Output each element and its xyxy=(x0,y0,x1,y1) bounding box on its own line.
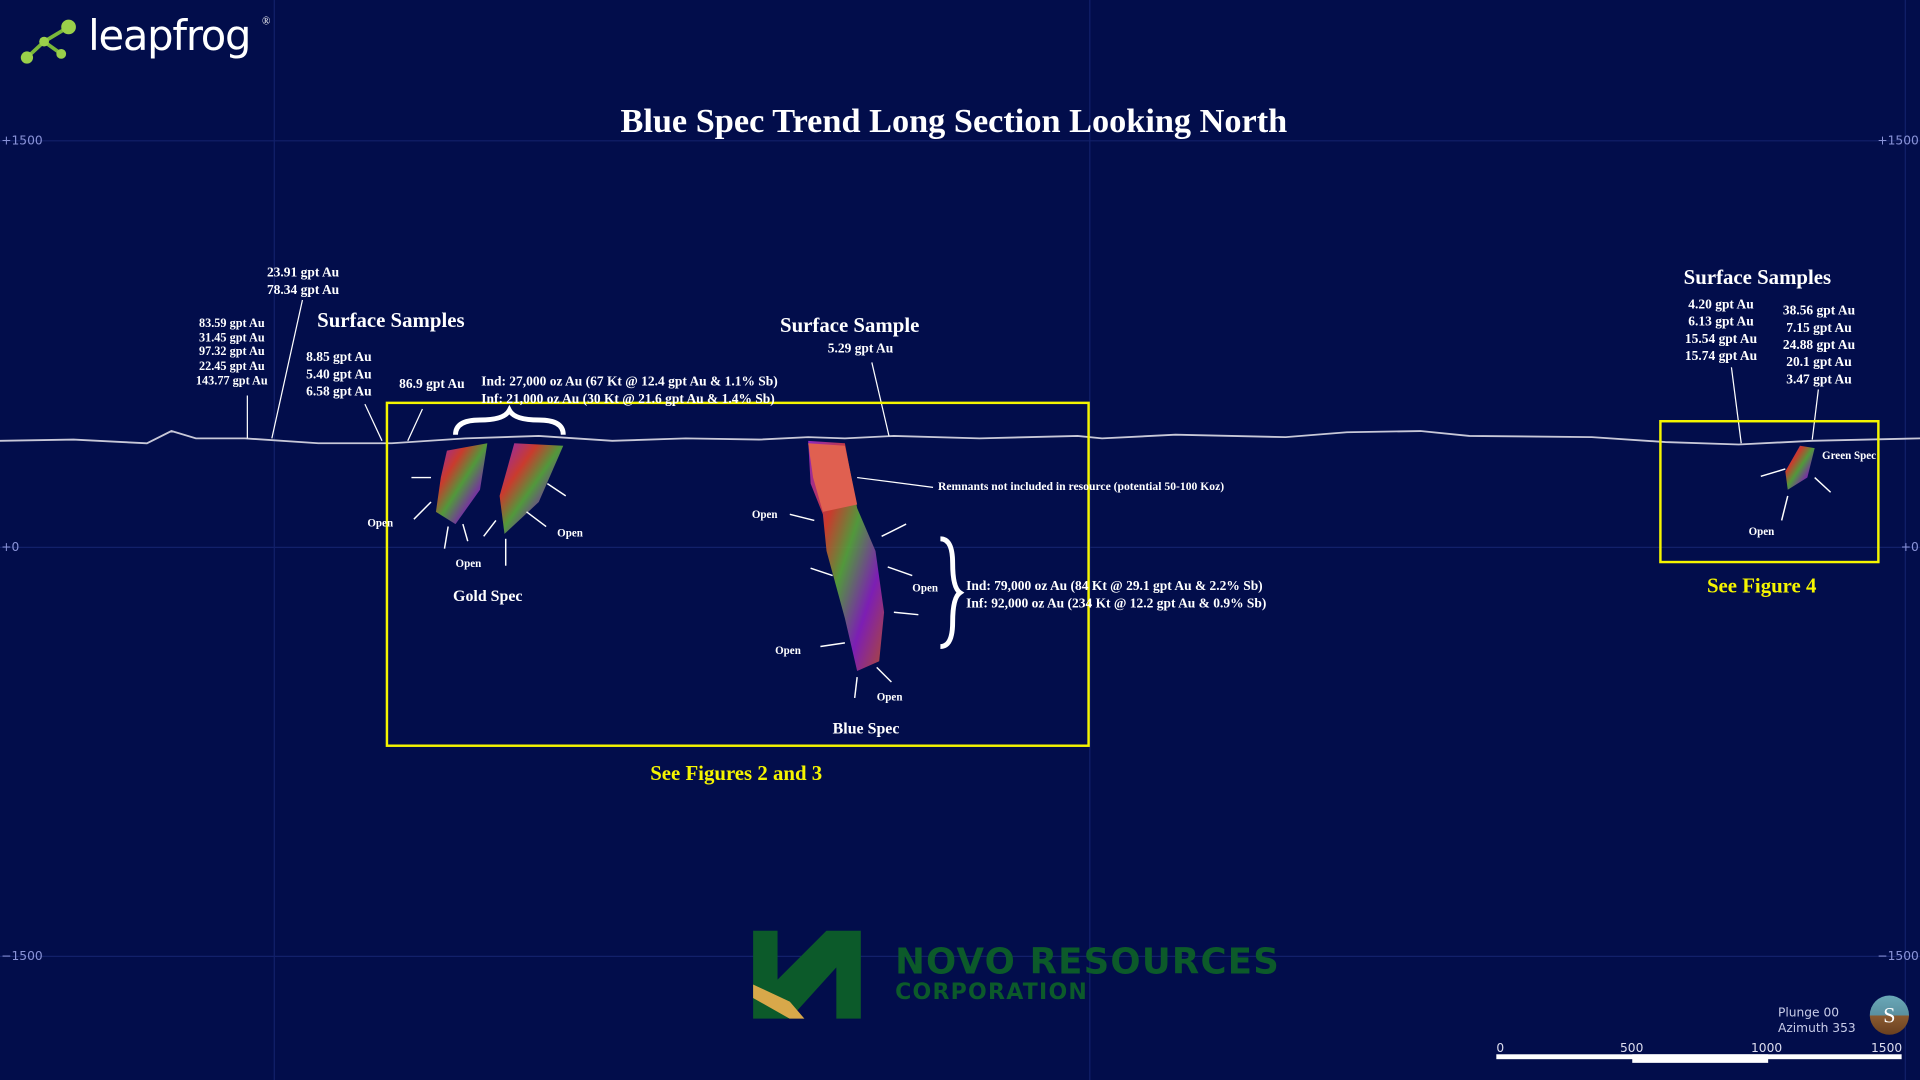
novo-logo xyxy=(753,930,863,1025)
sample-value: 97.32 gpt Au xyxy=(198,345,265,360)
east-surface-samples-heading: Surface Samples xyxy=(1683,265,1832,289)
open-label: Open xyxy=(912,581,938,594)
gold-spec-indicated: Ind: 27,000 oz Au (67 Kt @ 12.4 gpt Au &… xyxy=(481,374,778,390)
gold-spec-inferred: Inf: 21,000 oz Au (30 Kt @ 21.6 gpt Au &… xyxy=(481,391,775,407)
sample-value: 6.58 gpt Au xyxy=(306,384,372,400)
open-arrows xyxy=(411,468,1832,699)
braces xyxy=(453,404,965,649)
open-label: Open xyxy=(367,516,394,529)
gold-spec-label: Gold Spec xyxy=(453,586,523,605)
highlight-boxes xyxy=(385,401,1880,747)
axis-label-top-right: +1500 xyxy=(1877,134,1919,149)
azimuth-readout: Azimuth 353 xyxy=(1777,1022,1856,1036)
page-title: Blue Spec Trend Long Section Looking Nor… xyxy=(0,103,1920,142)
sample-value: 3.47 gpt Au xyxy=(1786,372,1852,387)
sample-value: 6.13 gpt Au xyxy=(1688,314,1754,330)
sample-value: 22.45 gpt Au xyxy=(198,360,265,374)
see-figure-4-link[interactable]: See Figure 4 xyxy=(1706,574,1817,598)
axis-label-top-left: +1500 xyxy=(1,134,43,149)
green-spec-label: Green Spec xyxy=(1822,449,1877,462)
compass-globe-icon[interactable]: S xyxy=(1869,995,1909,1035)
sample-value: 24.88 gpt Au xyxy=(1782,337,1856,353)
axis-label-bottom-right: −1500 xyxy=(1877,950,1919,964)
logo-registered: ® xyxy=(262,14,271,27)
axis-label-mid-right: +0 xyxy=(1900,541,1919,555)
sample-value: 4.20 gpt Au xyxy=(1688,297,1754,313)
gold-spec-resource: Ind: 27,000 oz Au (67 Kt @ 12.4 gpt Au &… xyxy=(481,373,778,407)
open-label: Open xyxy=(455,557,482,570)
ore-bodies xyxy=(435,440,1815,672)
west-single-sample: 86.9 gpt Au xyxy=(399,377,465,392)
west-surface-samples-heading: Surface Samples xyxy=(317,308,465,332)
sample-value: 5.40 gpt Au xyxy=(306,367,372,383)
blue-spec-label: Blue Spec xyxy=(832,718,900,738)
frog-logo-icon xyxy=(20,19,76,64)
sample-value: 8.85 gpt Au xyxy=(306,350,372,365)
title-text: Blue Spec Trend Long Section Looking Nor… xyxy=(620,102,1288,141)
remnants-body xyxy=(808,443,858,512)
callout-lines xyxy=(246,299,1819,488)
center-sample-value: 5.29 gpt Au xyxy=(827,341,894,357)
sample-value: 31.45 gpt Au xyxy=(198,331,265,345)
company-subtitle: CORPORATION xyxy=(895,979,1089,1006)
remnants-note: Remnants not included in resource (poten… xyxy=(937,481,1225,494)
sample-value: 15.54 gpt Au xyxy=(1684,331,1758,347)
open-label: Open xyxy=(751,508,778,521)
blue-spec-indicated: Ind: 79,000 oz Au (84 Kt @ 29.1 gpt Au &… xyxy=(966,579,1263,594)
open-label: Open xyxy=(1748,525,1775,538)
sample-value: 20.1 gpt Au xyxy=(1786,355,1852,370)
open-label: Open xyxy=(775,644,801,657)
axis-label-mid-left: +0 xyxy=(1,541,20,555)
plunge-readout: Plunge 00 xyxy=(1777,1006,1840,1021)
sample-value: 15.74 gpt Au xyxy=(1684,348,1758,364)
sample-value: 78.34 gpt Au xyxy=(266,282,340,298)
scale-bar-segment xyxy=(1632,1054,1769,1063)
open-label: Open xyxy=(557,526,583,539)
center-surface-sample-heading: Surface Sample xyxy=(780,313,920,337)
sample-value: 38.56 gpt Au xyxy=(1782,303,1856,319)
compass-direction: S xyxy=(1883,1002,1896,1028)
company-name: NOVO RESOURCES xyxy=(895,940,1281,983)
sample-value: 23.91 gpt Au xyxy=(266,265,340,281)
see-figures-2-3-link[interactable]: See Figures 2 and 3 xyxy=(650,761,823,785)
blue-spec-inferred: Inf: 92,000 oz Au (234 Kt @ 12.2 gpt Au … xyxy=(966,596,1267,612)
topography-line xyxy=(0,430,1920,446)
blue-spec-resource: Ind: 79,000 oz Au (84 Kt @ 29.1 gpt Au &… xyxy=(966,578,1266,612)
scale-label: 500 xyxy=(1620,1042,1644,1056)
scale-label: 0 xyxy=(1496,1042,1505,1056)
axis-label-bottom-left: −1500 xyxy=(1,950,43,964)
open-label: Open xyxy=(876,690,903,703)
sample-value: 7.15 gpt Au xyxy=(1786,320,1852,336)
logo-text: leapfrog xyxy=(88,12,251,62)
scale-label: 1500 xyxy=(1871,1042,1903,1056)
scale-label: 1000 xyxy=(1751,1042,1783,1056)
sample-value: 143.77 gpt Au xyxy=(195,374,268,388)
sample-value: 83.59 gpt Au xyxy=(198,317,265,331)
leapfrog-logo xyxy=(17,15,78,75)
novo-logo-icon xyxy=(753,930,861,1019)
